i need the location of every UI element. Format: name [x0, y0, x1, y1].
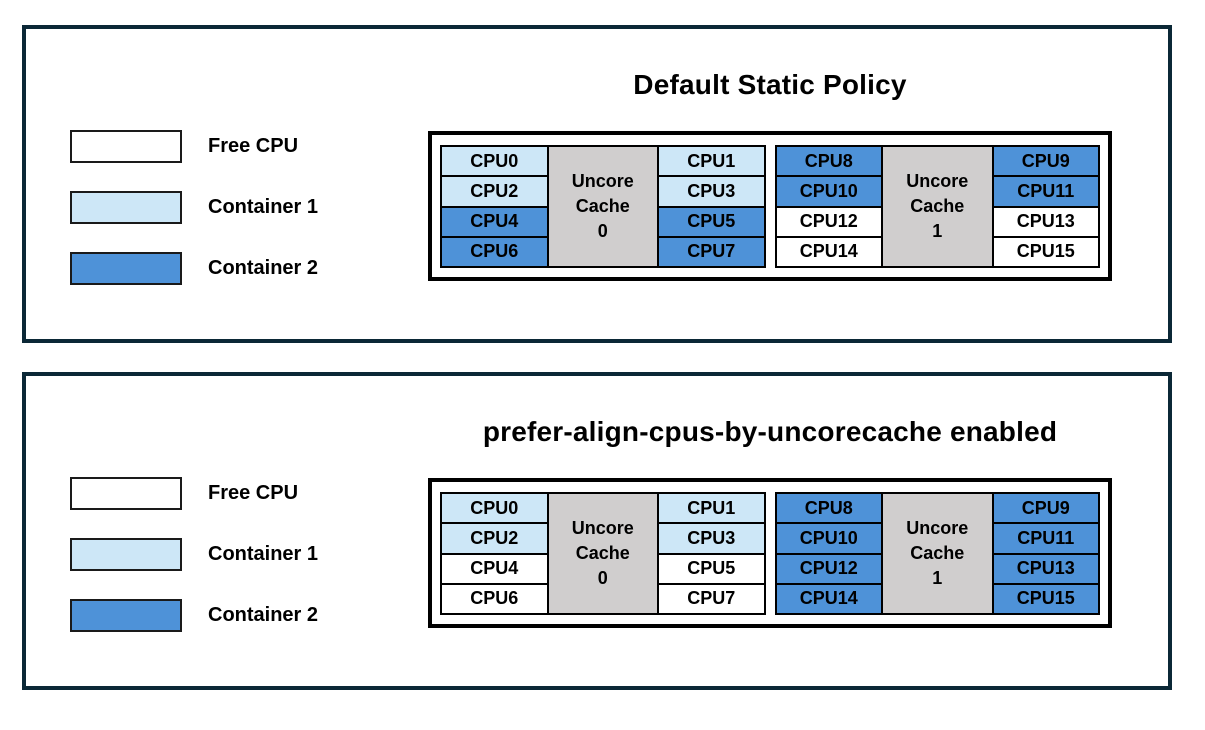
cpu-topology-diagram: CPU0 CPU2 CPU4 CPU6 Uncore Cache 0 CPU1 …	[428, 478, 1112, 628]
legend-label: Container 1	[208, 543, 319, 565]
cpu-cell: CPU14	[774, 235, 883, 268]
legend-swatch-free-cpu	[70, 477, 182, 510]
legend-label: Free CPU	[208, 482, 299, 504]
uncore-cache-box: Uncore Cache 1	[881, 492, 994, 615]
cpu-column-right: CPU1 CPU3 CPU5 CPU7	[657, 492, 766, 615]
uncore-group-0: CPU0 CPU2 CPU4 CPU6 Uncore Cache 0 CPU1 …	[440, 492, 766, 615]
legend-swatch-container-1	[70, 538, 182, 571]
legend-label: Container 1	[208, 196, 319, 218]
cpu-cell: CPU5	[657, 552, 766, 585]
uncore-cache-label-line: 0	[597, 220, 608, 241]
uncore-cache-label-line: Uncore	[571, 518, 634, 539]
uncore-cache-label-line: 1	[932, 567, 943, 588]
cpu-cell: CPU6	[440, 235, 549, 268]
legend-swatch-container-2	[70, 599, 182, 632]
legend-label: Container 2	[208, 257, 319, 279]
legend-swatch-container-2	[70, 252, 182, 285]
uncore-cache-label-line: 0	[597, 567, 608, 588]
cpu-cell: CPU3	[657, 175, 766, 208]
uncore-group-1: CPU8 CPU10 CPU12 CPU14 Uncore Cache 1 CP…	[774, 145, 1100, 268]
panel-default-static-policy: Default Static Policy Free CPU Container…	[22, 25, 1172, 343]
cpu-column-left: CPU8 CPU10 CPU12 CPU14	[774, 145, 883, 268]
uncore-cache-label-line: Cache	[575, 543, 630, 564]
cpu-column-right: CPU1 CPU3 CPU5 CPU7	[657, 145, 766, 268]
panel-prefer-align-cpus-by-uncorecache: prefer-align-cpus-by-uncorecache enabled…	[22, 372, 1172, 690]
uncore-cache-label-line: Cache	[910, 196, 965, 217]
cpu-cell: CPU15	[991, 235, 1100, 268]
cpu-cell: CPU8	[774, 145, 883, 178]
cpu-cell: CPU12	[774, 552, 883, 585]
legend-item-free-cpu: Free CPU	[70, 477, 298, 510]
cpu-column-left: CPU8 CPU10 CPU12 CPU14	[774, 492, 883, 615]
cpu-cell: CPU5	[657, 205, 766, 238]
legend-item-container-2: Container 2	[70, 252, 318, 285]
page-title: Default Static Policy	[633, 69, 907, 100]
cpu-cell: CPU4	[440, 205, 549, 238]
cpu-cell: CPU9	[991, 492, 1100, 525]
cpu-cell: CPU1	[657, 492, 766, 525]
cpu-cell: CPU1	[657, 145, 766, 178]
cpu-cell: CPU11	[991, 522, 1100, 555]
legend-label: Container 2	[208, 604, 319, 626]
cpu-cell: CPU15	[991, 582, 1100, 615]
uncore-cache-label-line: Uncore	[571, 171, 634, 192]
legend-item-container-1: Container 1	[70, 191, 318, 224]
cpu-column-left: CPU0 CPU2 CPU4 CPU6	[440, 145, 549, 268]
cpu-cell: CPU13	[991, 552, 1100, 585]
cpu-cell: CPU7	[657, 235, 766, 268]
cpu-topology-diagram: CPU0 CPU2 CPU4 CPU6 Uncore Cache 0 CPU1 …	[428, 131, 1112, 281]
legend-label: Free CPU	[208, 135, 299, 157]
cpu-cell: CPU12	[774, 205, 883, 238]
uncore-cache-label-line: Cache	[575, 196, 630, 217]
uncore-group-0: CPU0 CPU2 CPU4 CPU6 Uncore Cache 0 CPU1 …	[440, 145, 766, 268]
cpu-cell: CPU4	[440, 552, 549, 585]
uncore-cache-box: Uncore Cache 1	[881, 145, 994, 268]
cpu-cell: CPU2	[440, 522, 549, 555]
legend-swatch-container-1	[70, 191, 182, 224]
cpu-cell: CPU10	[774, 175, 883, 208]
cpu-cell: CPU14	[774, 582, 883, 615]
cpu-cell: CPU6	[440, 582, 549, 615]
legend-swatch-free-cpu	[70, 130, 182, 163]
cpu-cell: CPU10	[774, 522, 883, 555]
page-title: prefer-align-cpus-by-uncorecache enabled	[482, 416, 1058, 447]
cpu-cell: CPU8	[774, 492, 883, 525]
cpu-column-right: CPU9 CPU11 CPU13 CPU15	[991, 492, 1100, 615]
uncore-cache-box: Uncore Cache 0	[546, 145, 659, 268]
cpu-column-right: CPU9 CPU11 CPU13 CPU15	[991, 145, 1100, 268]
uncore-cache-label-line: Uncore	[906, 518, 969, 539]
cpu-cell: CPU2	[440, 175, 549, 208]
uncore-cache-label-line: Uncore	[906, 171, 969, 192]
cpu-cell: CPU13	[991, 205, 1100, 238]
legend-item-container-1: Container 1	[70, 538, 318, 571]
legend-item-free-cpu: Free CPU	[70, 130, 298, 163]
uncore-cache-label-line: Cache	[910, 543, 965, 564]
cpu-cell: CPU7	[657, 582, 766, 615]
uncore-cache-label-line: 1	[932, 220, 943, 241]
cpu-cell: CPU11	[991, 175, 1100, 208]
uncore-cache-box: Uncore Cache 0	[546, 492, 659, 615]
cpu-cell: CPU9	[991, 145, 1100, 178]
cpu-column-left: CPU0 CPU2 CPU4 CPU6	[440, 492, 549, 615]
cpu-cell: CPU0	[440, 492, 549, 525]
uncore-group-1: CPU8 CPU10 CPU12 CPU14 Uncore Cache 1 CP…	[774, 492, 1100, 615]
legend-item-container-2: Container 2	[70, 599, 318, 632]
cpu-cell: CPU3	[657, 522, 766, 555]
cpu-cell: CPU0	[440, 145, 549, 178]
